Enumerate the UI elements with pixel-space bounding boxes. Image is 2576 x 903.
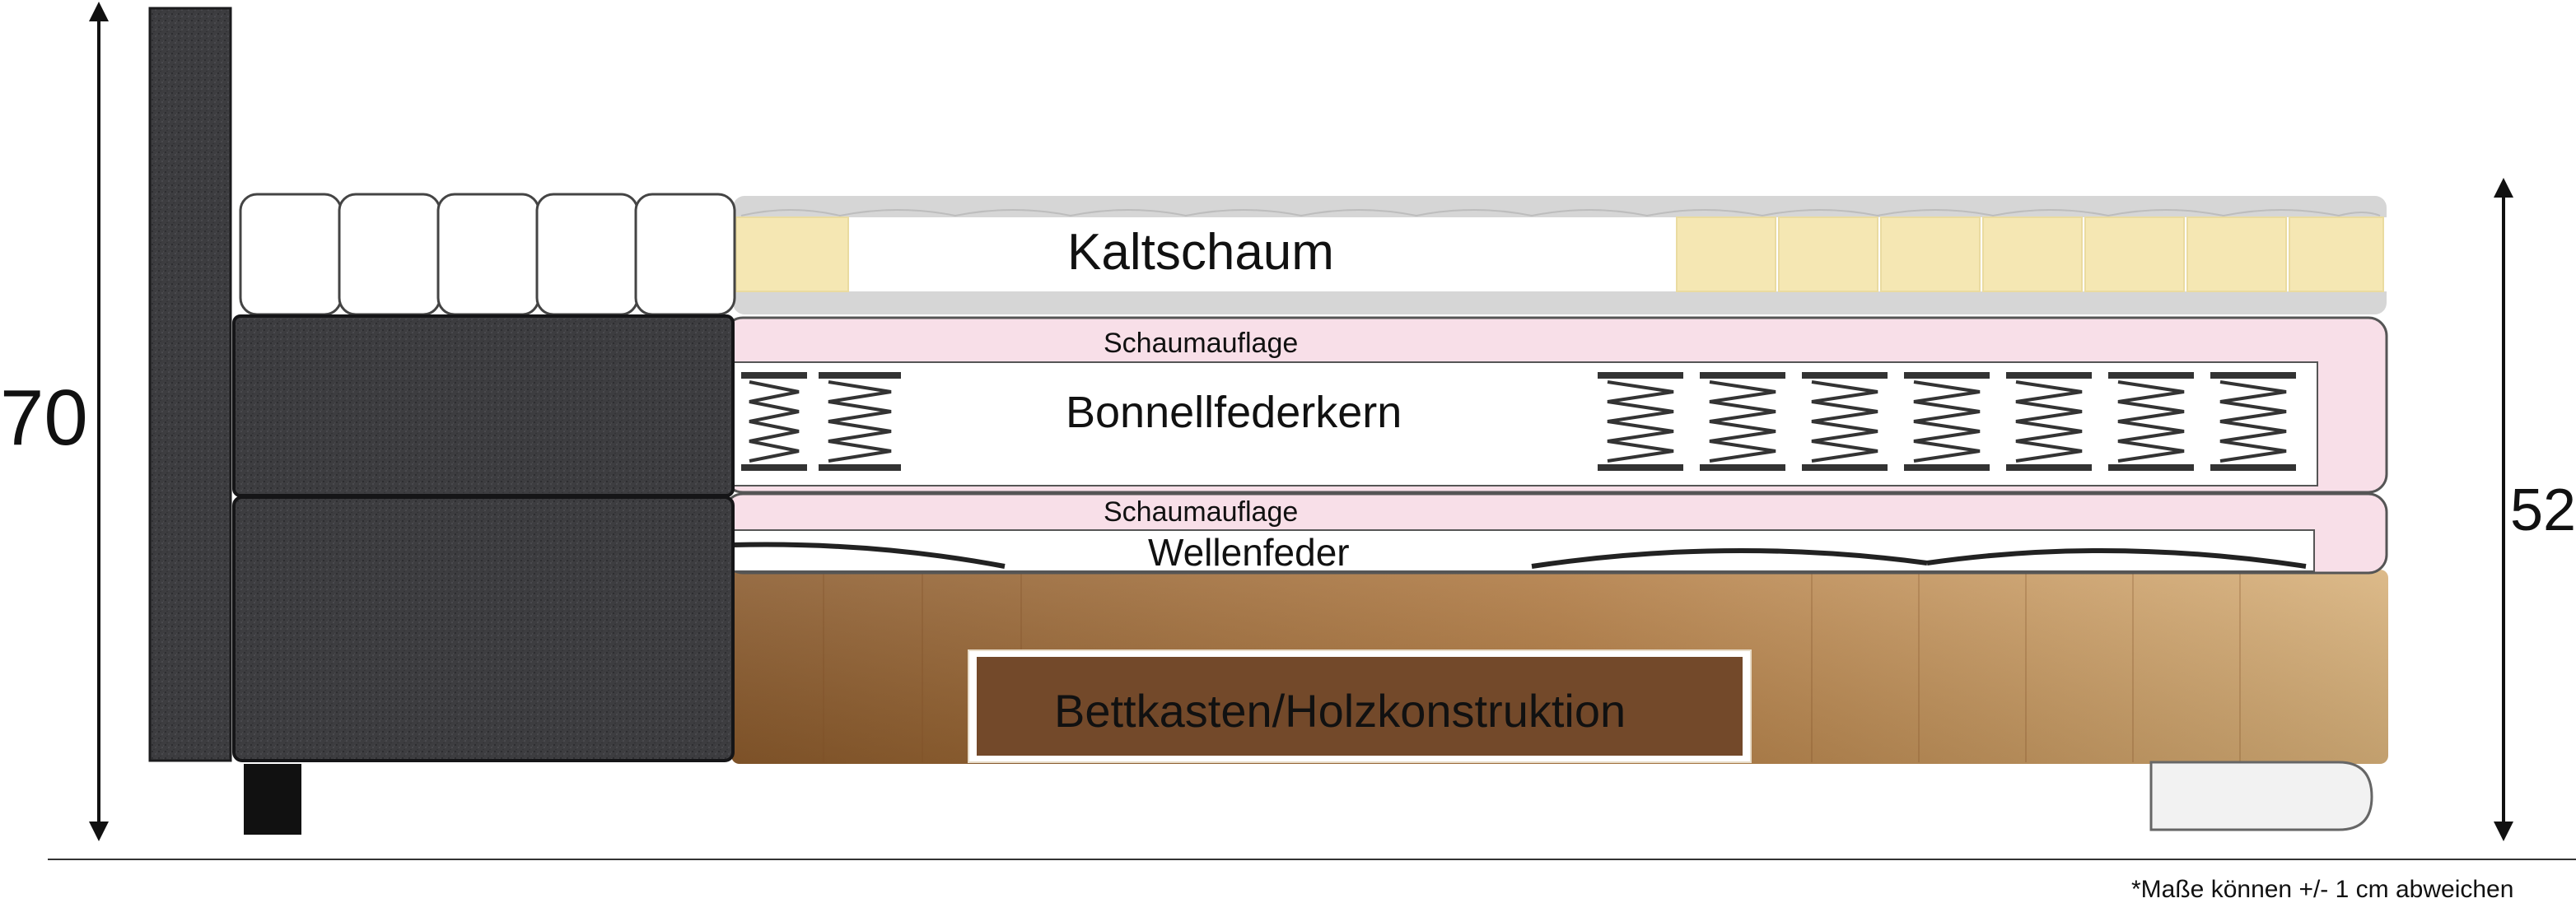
bed-box-label-panel — [977, 657, 1743, 756]
boxspring-lower-panel — [232, 496, 735, 762]
bed-height-label: 52 — [2510, 477, 2576, 543]
wave-spring-label: Wellenfeder — [1148, 531, 1350, 574]
bed-box-label: Bettkasten/Holzkonstruktion — [1054, 685, 1626, 737]
spring-coils — [741, 372, 2296, 471]
topper-foam-blocks — [735, 216, 2384, 292]
boxspring-upper-panel — [232, 314, 735, 497]
total-height-label: 70 — [0, 374, 88, 462]
topper-quilted-section — [239, 193, 736, 316]
spring-core-label: Bonnellfederkern — [1066, 388, 1402, 437]
foot-left — [244, 764, 301, 835]
foam-top-label: Schaumauflage — [1104, 328, 1299, 359]
headboard — [148, 7, 232, 762]
foot-right — [2149, 761, 2373, 831]
wave-spring-curves — [732, 542, 2307, 569]
topper-label: Kaltschaum — [1067, 224, 1334, 281]
footnote: *Maße können +/- 1 cm abweichen — [2131, 876, 2514, 903]
wood-grain — [823, 573, 2241, 762]
foam-bottom-label: Schaumauflage — [1104, 496, 1299, 528]
topper-top-scallops — [740, 209, 2381, 217]
